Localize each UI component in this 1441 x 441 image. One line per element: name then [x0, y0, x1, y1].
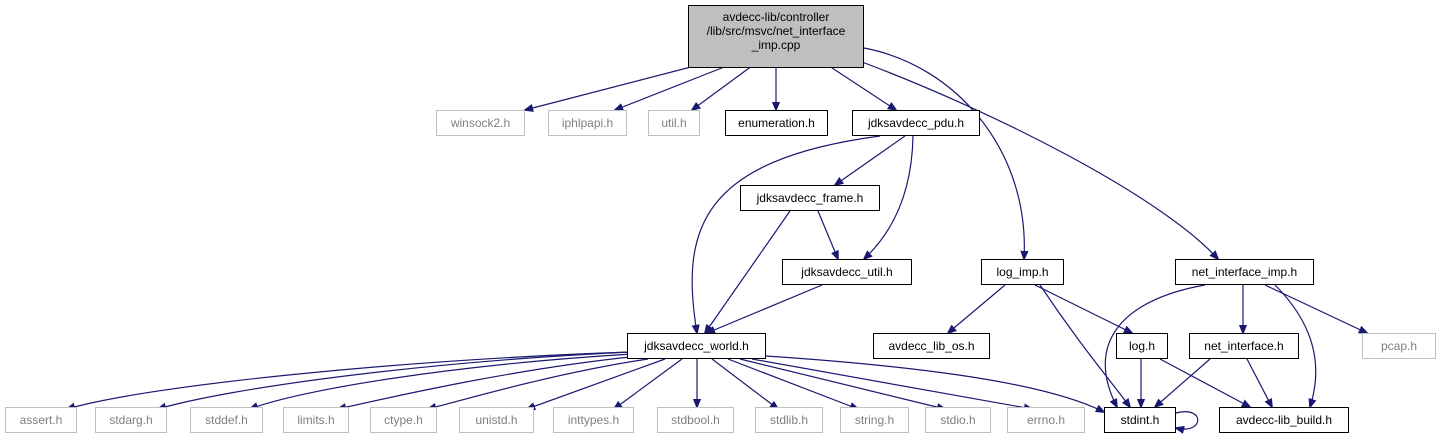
node-jdksavdecc-world[interactable]: jdksavdecc_world.h — [627, 333, 766, 359]
edge-stdint-self — [1176, 411, 1199, 429]
edge-frame-world — [705, 210, 791, 333]
node-avdecc-lib-build[interactable]: avdecc-lib_build.h — [1219, 407, 1349, 433]
edge-world-stdint — [765, 355, 1104, 412]
edge-root-iphlpapi — [615, 59, 743, 110]
edge-jdks-util-world — [707, 284, 823, 333]
edge-frame-jdks-util — [817, 210, 838, 259]
node-util[interactable]: util.h — [648, 110, 700, 136]
edge-pdu-world — [692, 135, 881, 333]
node-errno[interactable]: errno.h — [1007, 407, 1085, 433]
node-stdio[interactable]: stdio.h — [925, 407, 991, 433]
edge-net-interface-build — [1246, 358, 1272, 407]
node-stddef[interactable]: stddef.h — [190, 407, 263, 433]
edge-root-net-iface-imp — [861, 61, 1218, 259]
edge-world-stdarg — [158, 351, 631, 409]
edge-root-jdks-pdu — [819, 59, 896, 110]
node-inttypes[interactable]: inttypes.h — [553, 407, 634, 433]
edge-world-stdlib — [711, 358, 778, 409]
node-ctype[interactable]: ctype.h — [370, 407, 437, 433]
node-winsock2[interactable]: winsock2.h — [436, 110, 525, 136]
edge-net-interface-stdint — [1155, 358, 1211, 407]
edge-world-stdio — [739, 358, 945, 409]
node-iphlpapi[interactable]: iphlpapi.h — [548, 110, 627, 136]
node-pcap[interactable]: pcap.h — [1362, 333, 1436, 359]
edge-world-limits — [338, 355, 641, 409]
edge-world-unistd — [527, 358, 666, 409]
node-stdbool[interactable]: stdbool.h — [657, 407, 734, 433]
node-log-imp[interactable]: log_imp.h — [981, 259, 1064, 285]
node-unistd[interactable]: unistd.h — [459, 407, 534, 433]
edge-world-assert — [67, 351, 631, 409]
node-assert[interactable]: assert.h — [5, 407, 77, 433]
edge-nii-build — [1274, 284, 1316, 407]
edge-nii-pcap — [1264, 284, 1367, 333]
edge-pdu-frame — [835, 135, 906, 185]
edge-nii-stdint — [1104, 284, 1206, 407]
node-jdksavdecc-util[interactable]: jdksavdecc_util.h — [782, 259, 912, 285]
edge-world-inttypes — [614, 358, 683, 409]
node-avdecc-lib-os[interactable]: avdecc_lib_os.h — [873, 333, 990, 359]
edge-world-string — [727, 358, 858, 409]
node-jdksavdecc-pdu[interactable]: jdksavdecc_pdu.h — [852, 110, 980, 136]
edge-log-build — [1159, 358, 1250, 407]
edge-world-ctype — [428, 358, 649, 409]
node-limits[interactable]: limits.h — [283, 407, 349, 433]
node-stdlib[interactable]: stdlib.h — [755, 407, 823, 433]
node-net-interface[interactable]: net_interface.h — [1189, 333, 1299, 359]
edge-root-winsock2 — [525, 59, 719, 110]
node-jdksavdecc-frame[interactable]: jdksavdecc_frame.h — [740, 185, 880, 211]
edge-world-stddef — [250, 353, 633, 409]
node-net-interface-imp[interactable]: net_interface_imp.h — [1175, 259, 1314, 285]
node-string[interactable]: string.h — [840, 407, 909, 433]
node-stdint[interactable]: stdint.h — [1104, 407, 1176, 433]
node-log[interactable]: log.h — [1116, 333, 1168, 359]
edge-pdu-jdks-util — [864, 135, 914, 259]
node-root-file[interactable]: avdecc-lib/controller /lib/src/msvc/net_… — [688, 5, 864, 68]
edge-log-imp-stdint — [1039, 284, 1130, 407]
edge-log-imp-log — [1034, 284, 1132, 333]
edge-log-imp-lib-os — [948, 284, 1006, 333]
edge-root-util — [692, 59, 761, 110]
node-enumeration[interactable]: enumeration.h — [725, 110, 828, 136]
node-stdarg[interactable]: stdarg.h — [95, 407, 167, 433]
edge-root-log-imp — [863, 47, 1024, 259]
edge-world-errno — [751, 358, 1032, 409]
